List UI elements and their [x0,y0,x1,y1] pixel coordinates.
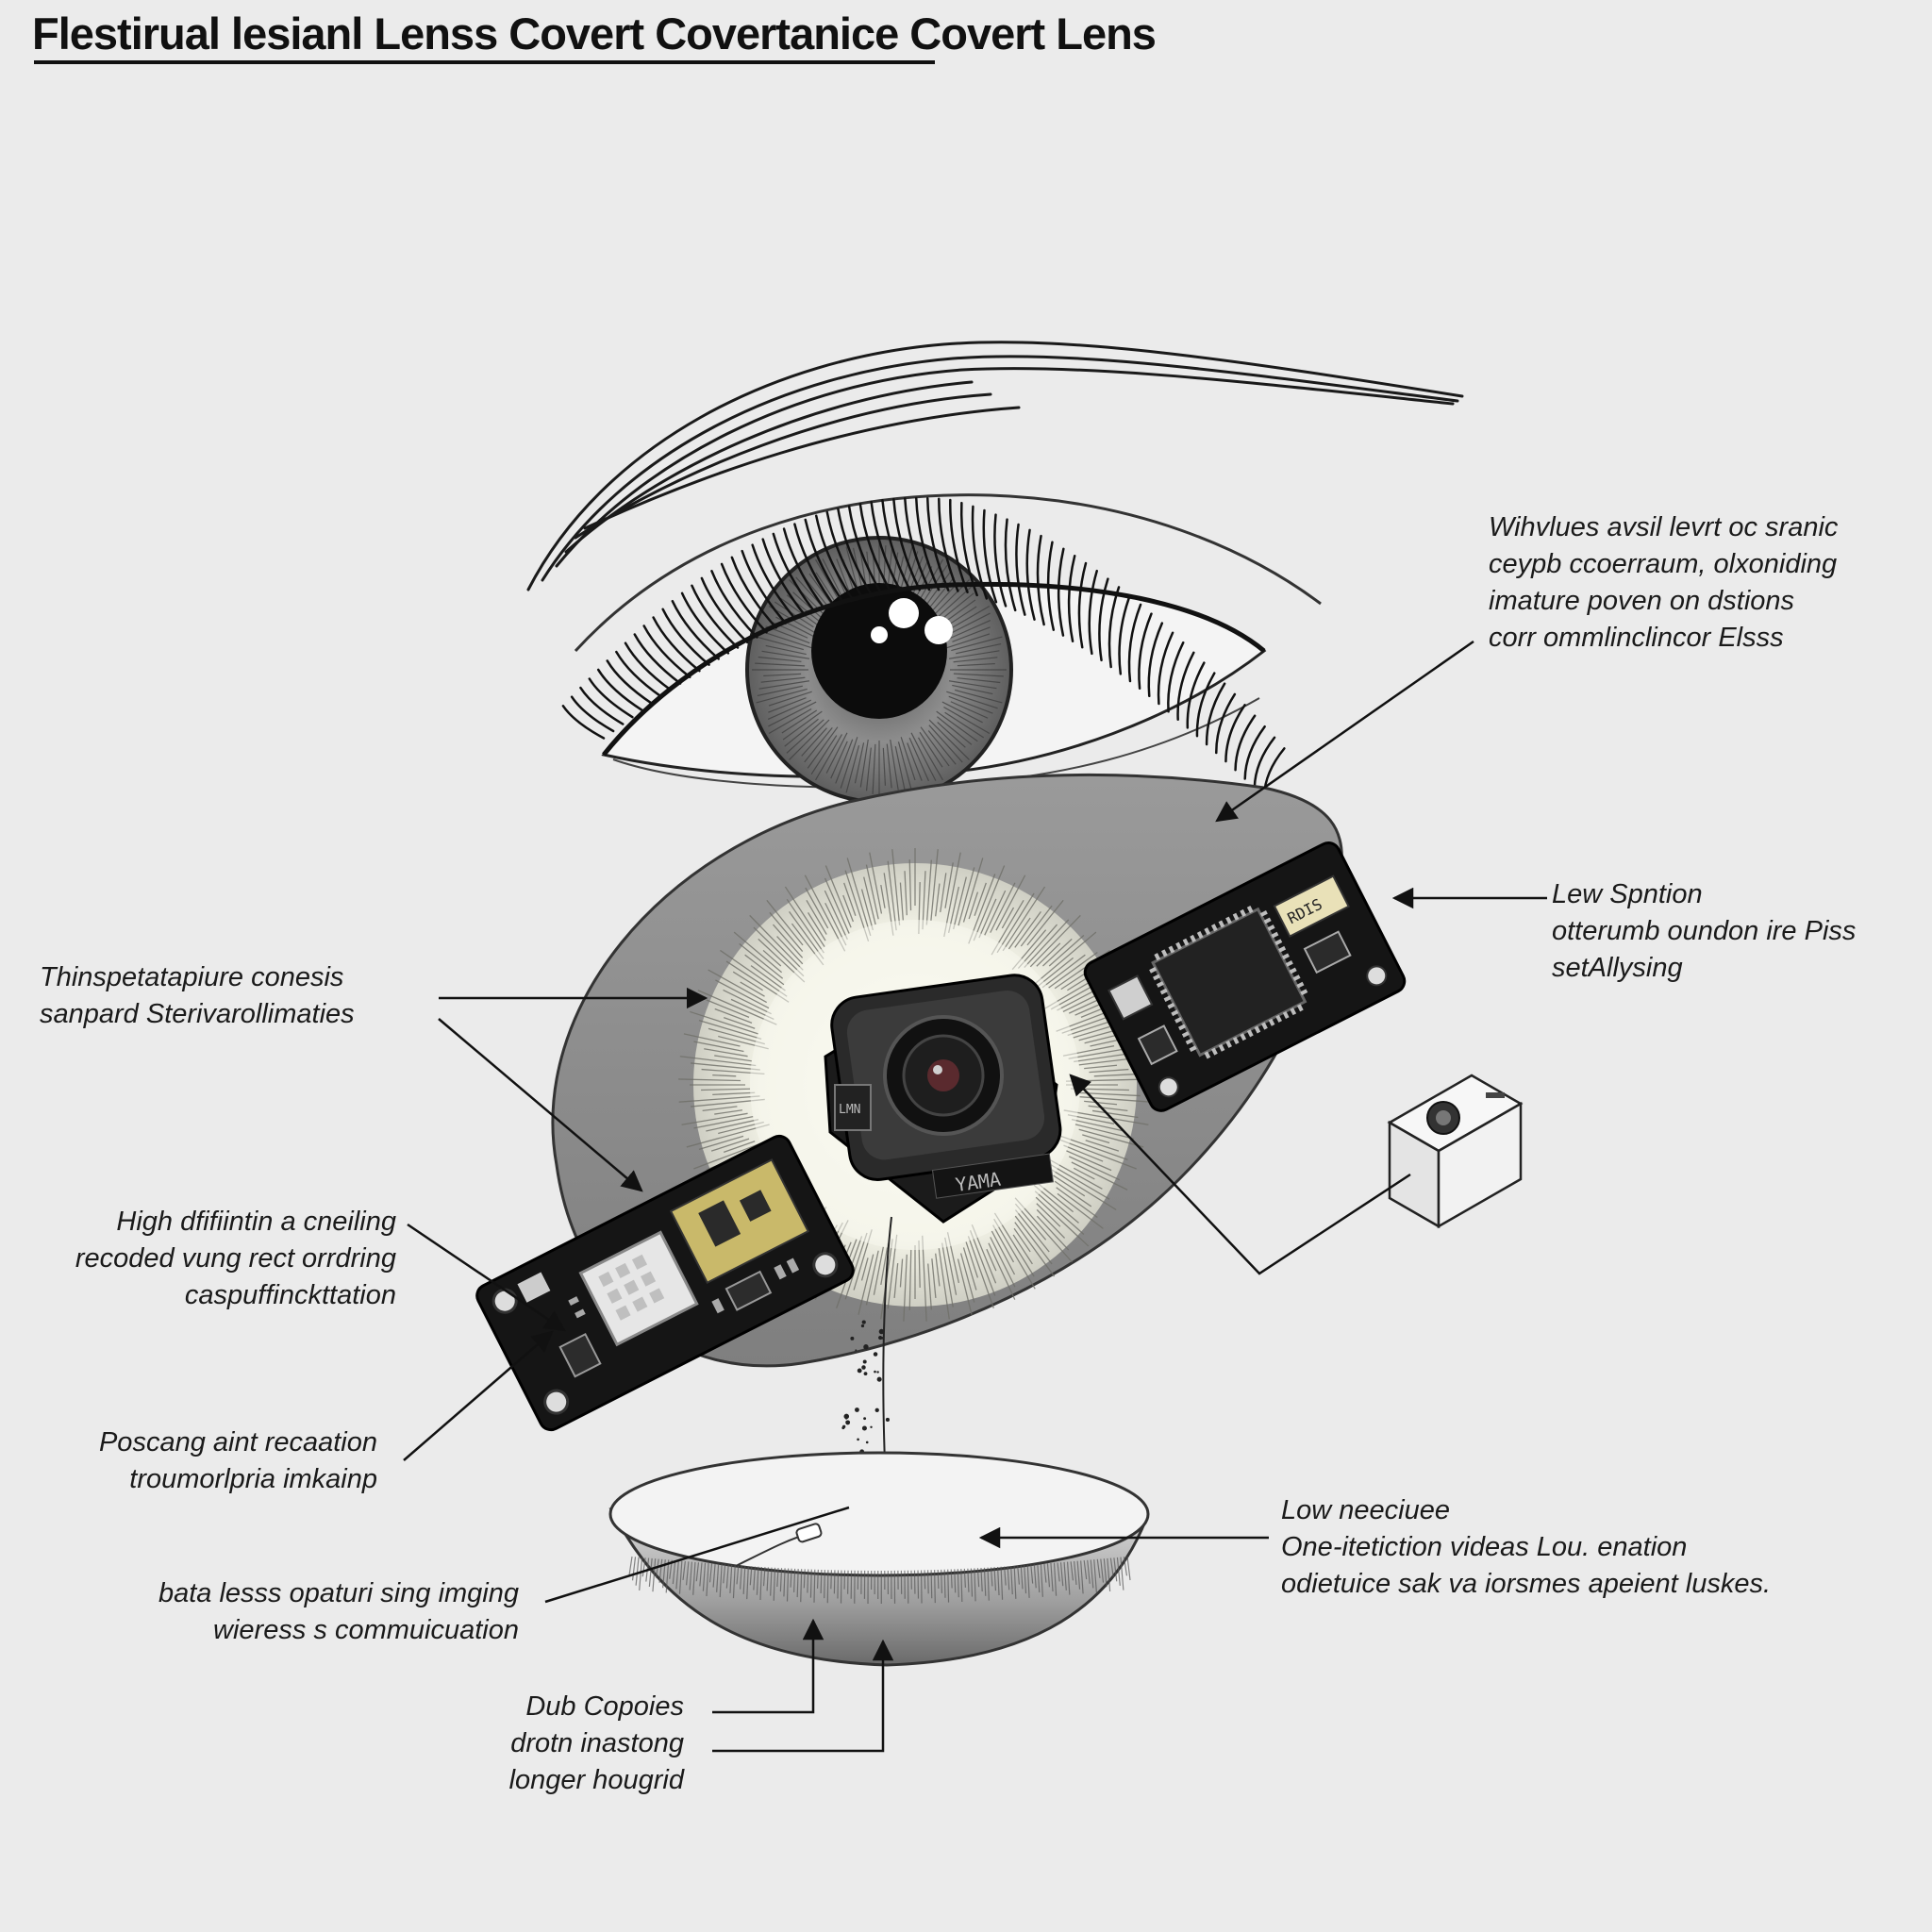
processor-chip-pins [1149,906,1308,1059]
callout-left-1: High dfifiintin a cneiling recoded vung … [19,1204,396,1314]
callout-line: Lew Spntion [1552,879,1703,909]
callout-bottom-right: Low neeciuee One-itetiction videas Lou. … [1281,1492,1771,1603]
callout-line: Poscang aint recaation [98,1427,377,1457]
eyebrow [526,341,1464,591]
callout-line: imature poven on dstions [1489,586,1795,616]
leader-bottom-1 [712,1618,824,1714]
callout-top-right: Wihvlues avsil levrt oc sranic ceypb cco… [1489,509,1838,657]
camera-side-tag: LMN [839,1103,860,1117]
callout-mid-right: Lew Spntion otterumb oundon ire Piss set… [1552,876,1856,987]
callout-line: odietuice sak va iorsmes apeient luskes. [1281,1569,1772,1599]
callout-line: drotn inastong [510,1728,684,1758]
callout-leaders [403,640,1547,1753]
callout-line: bata lesss opaturi sing imging [158,1578,519,1608]
leader-bottom-2 [712,1639,894,1753]
leader-left-2 [403,1330,554,1461]
callout-line: One-itetiction videas Lou. enation [1281,1532,1688,1562]
eye-highlight-right [924,616,953,644]
right-circuit-board: RDIS [1083,841,1407,1112]
callout-left-2: Poscang aint recaation troumorlpria imka… [19,1424,377,1498]
small-sensor-cube [1387,1074,1524,1229]
callout-line: Wihvlues avsil levrt oc sranic [1489,512,1839,542]
camera-module: YAMA LMN [824,974,1062,1224]
callout-line: High dfifiintin a cneiling [116,1207,396,1237]
callout-line: wieress s commuicuation [213,1615,519,1645]
callout-line: otterumb oundon ire Piss [1552,916,1857,946]
left-circuit-board [475,1134,855,1432]
callout-line: longer hougrid [508,1765,684,1795]
title-underline [34,60,935,64]
callout-line: Low neeciuee [1281,1495,1450,1525]
callout-bottom: Dub Copoies drotn inastong longer hougri… [406,1689,684,1799]
eye-highlight-large [889,598,919,628]
callout-line: Dub Copoies [525,1691,684,1722]
leader-left-1 [407,1223,566,1332]
callout-line: sanpard Sterivarollimaties [40,999,355,1029]
callout-line: caspuffinckttation [184,1280,396,1310]
callout-line: corr ommlinclincor Elsss [1489,623,1784,653]
diagram-title: Flestirual lesianl Lenss Covert Covertan… [32,8,1157,58]
callout-line: recoded vung rect orrdring [75,1243,396,1274]
eye-highlight-small [871,626,888,643]
leader-mid-left-diag [438,1018,643,1192]
contact-lens-cup [608,1451,1150,1667]
callout-left-3: bata lesss opaturi sing imging wieress s… [38,1575,519,1649]
eye-illustration [526,341,1464,804]
leader-left-3 [544,1506,850,1604]
leader-top-right [1215,640,1474,823]
callout-line: troumorlpria imkainp [129,1464,377,1494]
callout-line: setAllysing [1552,953,1683,983]
callout-line: ceypb ccoerraum, olxoniding [1489,549,1838,579]
callout-line: Thinspetatapiure conesis [40,962,344,992]
leader-cube [1069,1074,1411,1275]
callout-mid-left: Thinspetatapiure conesis sanpard Steriva… [40,959,355,1033]
